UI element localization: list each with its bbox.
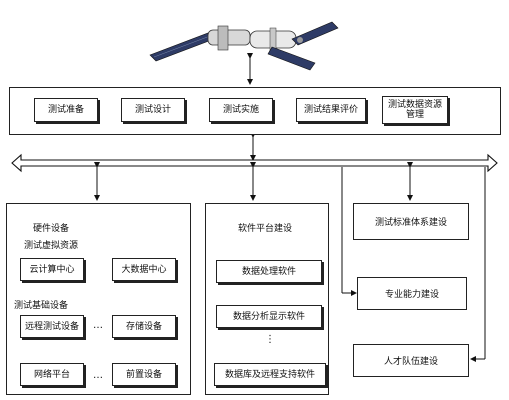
process-step-implement[interactable]: 测试实施 [209,98,273,122]
data-processing-software[interactable]: 数据处理软件 [216,260,322,283]
data-analysis-display-software[interactable]: 数据分析显示软件 [216,305,322,328]
process-step-evaluate[interactable]: 测试结果评价 [296,98,366,122]
process-step-design[interactable]: 测试设计 [121,98,185,122]
network-platform[interactable]: 网络平台 [20,363,84,386]
process-step-prepare[interactable]: 测试准备 [34,98,98,122]
talent-team[interactable]: 人才队伍建设 [353,344,469,377]
database-remote-support-software[interactable]: 数据库及远程支持软件 [214,363,326,386]
professional-capability[interactable]: 专业能力建设 [357,277,467,310]
software-title: 软件平台建设 [238,224,293,234]
base-equipment-title: 测试基础设备 [14,301,69,311]
process-step-data-management[interactable]: 测试数据资源管理 [382,96,448,124]
ellipsis-row2: … [93,370,103,381]
virtual-resources-title: 测试虚拟资源 [24,241,79,251]
big-data-center[interactable]: 大数据中心 [112,258,176,281]
cloud-computing-center[interactable]: 云计算中心 [20,258,84,281]
software-ellipsis: ⋮ [265,334,275,345]
main-bus-arrow [11,153,498,173]
storage-equipment[interactable]: 存储设备 [112,315,176,338]
remote-test-equipment[interactable]: 远程测试设备 [20,315,84,338]
hardware-title: 硬件设备 [33,224,70,234]
test-standard-system[interactable]: 测试标准体系建设 [353,203,469,240]
ellipsis-row1: … [93,320,103,331]
front-end-equipment[interactable]: 前置设备 [112,363,176,386]
satellite-icon [149,21,339,71]
